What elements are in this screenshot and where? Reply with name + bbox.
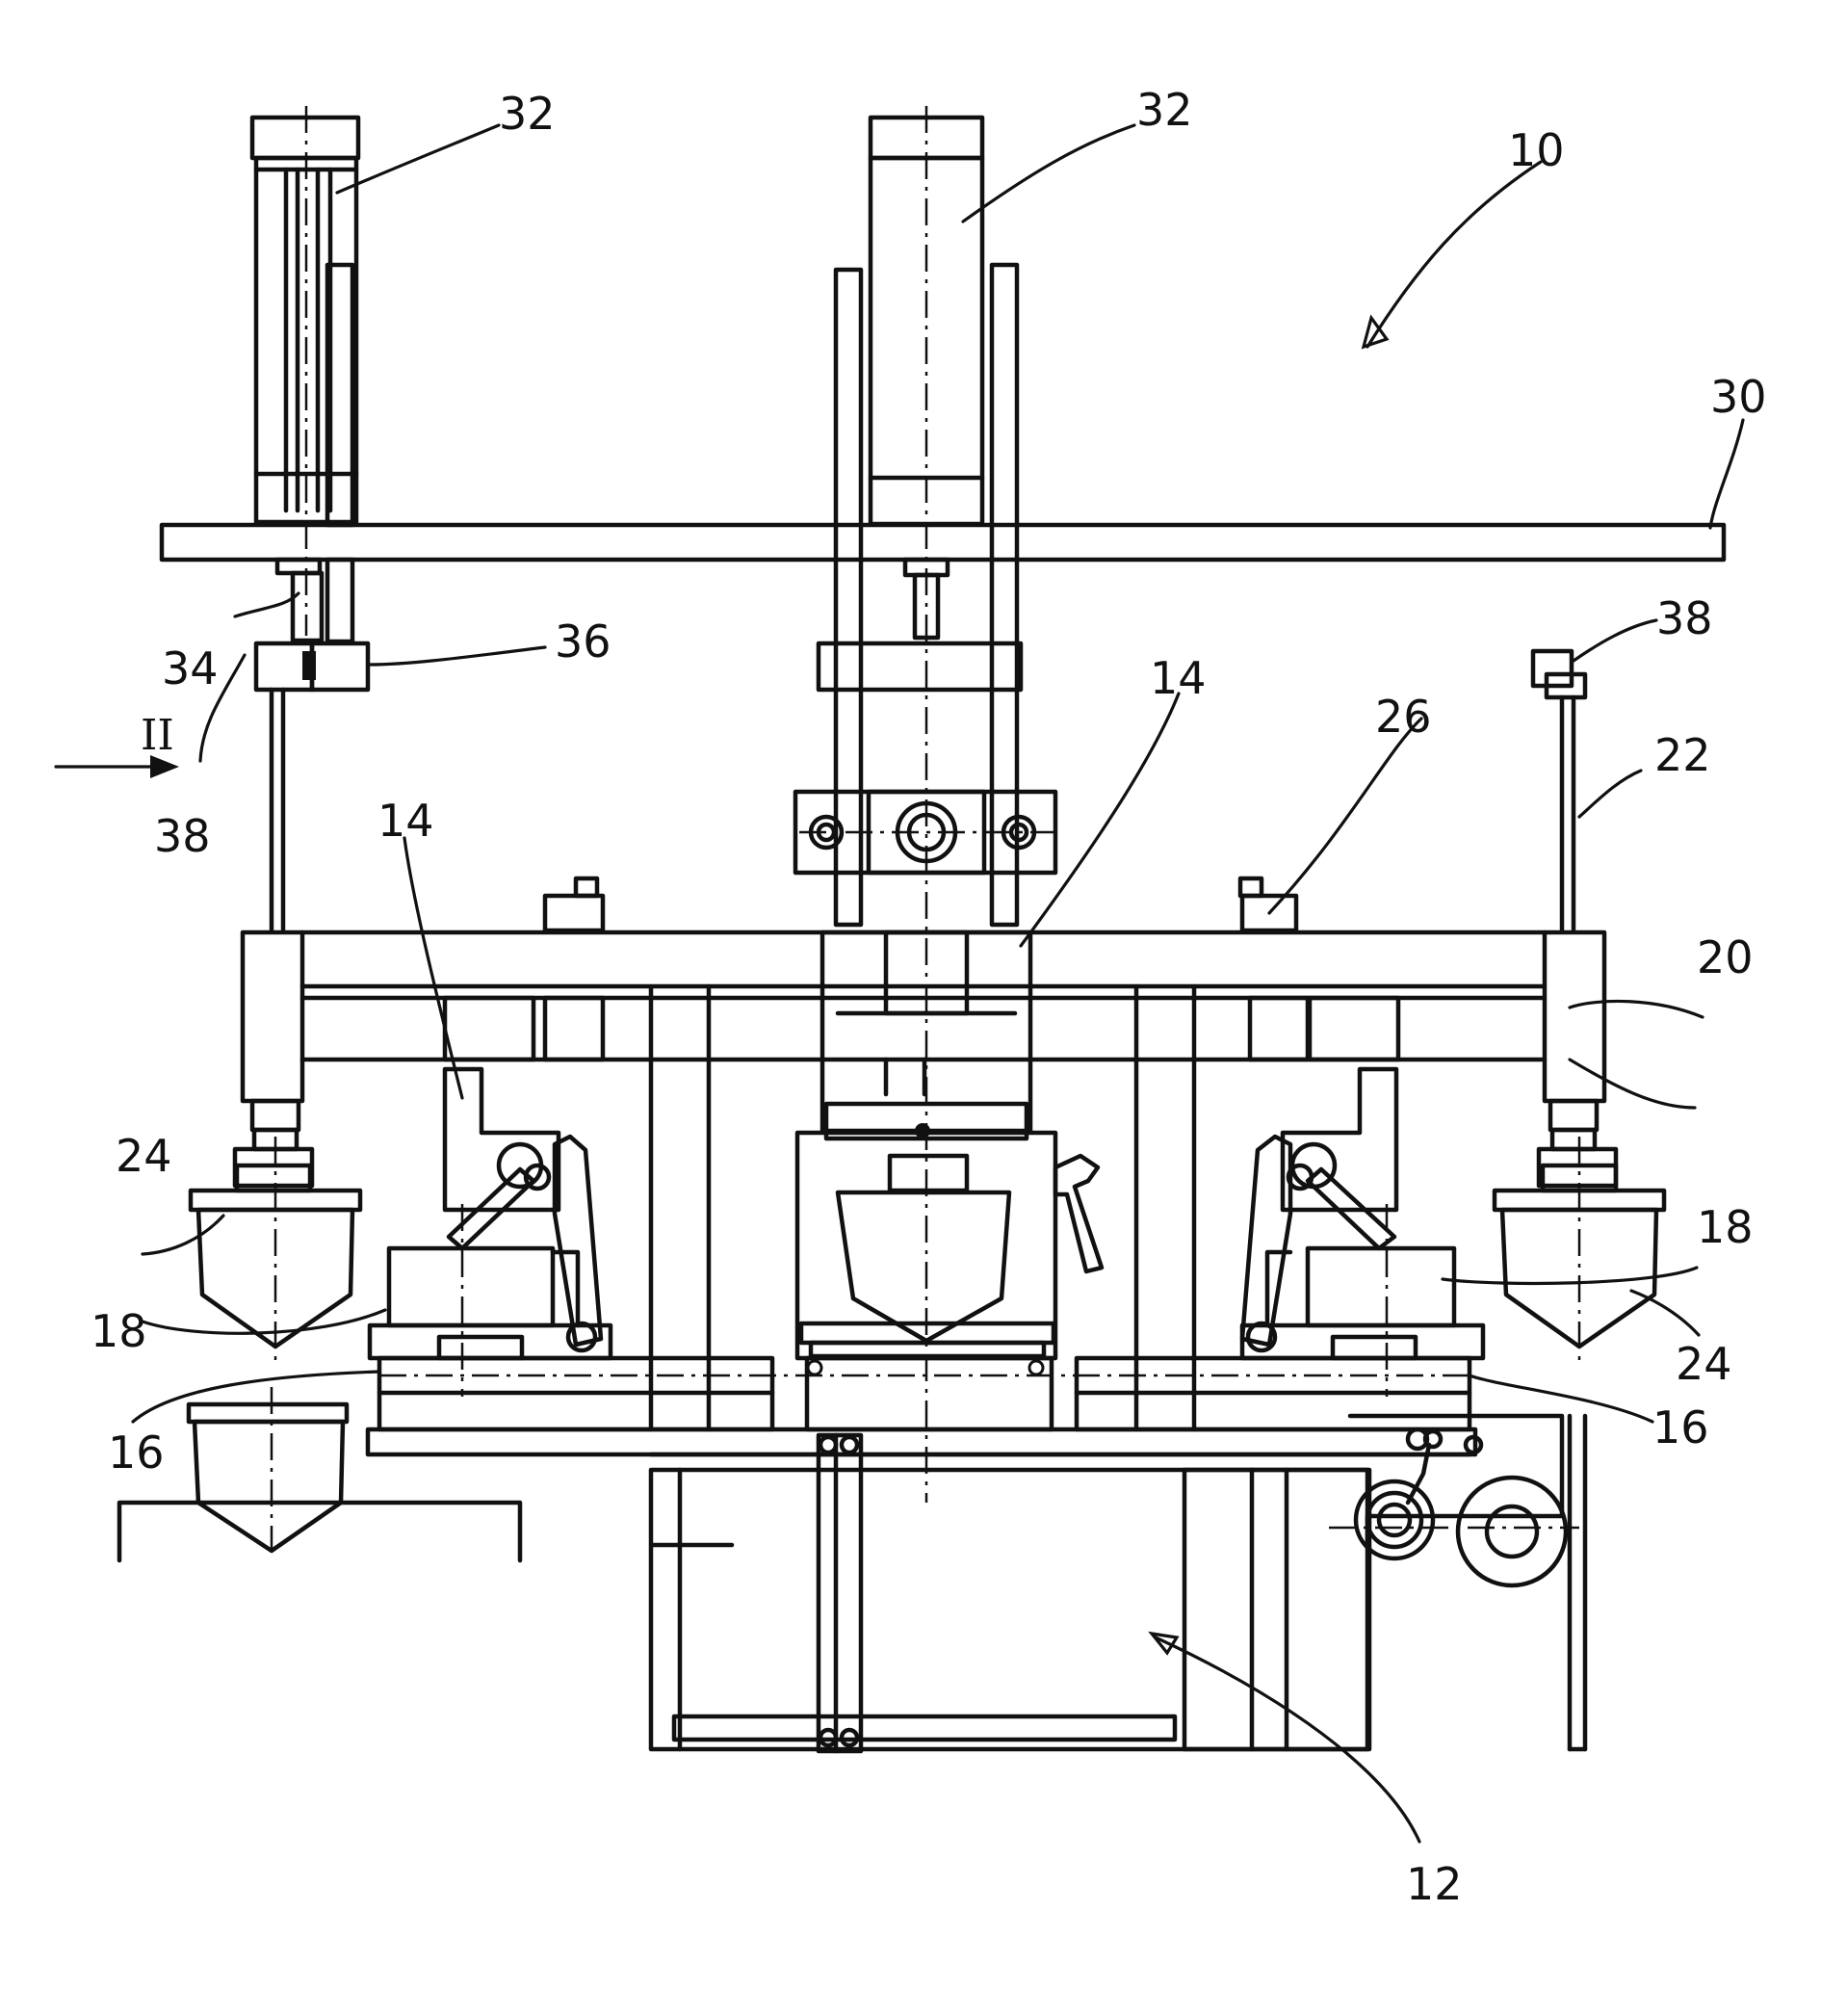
label-32-center: 32 (1136, 84, 1193, 136)
left-holder-18 (370, 1204, 611, 1397)
label-36: 36 (555, 615, 611, 668)
label-section-ii: II (141, 711, 174, 760)
right-hopper-24 (1495, 1137, 1664, 1368)
label-18-left: 18 (91, 1305, 147, 1357)
slide-table-16 (368, 1358, 1475, 1454)
label-30: 30 (1710, 371, 1767, 423)
label-24-right: 24 (1676, 1338, 1732, 1390)
leader-lines (56, 125, 1743, 1842)
right-lever-mechanism (1242, 1137, 1454, 1350)
left-cylinder-32 (252, 106, 358, 636)
left-lever-mechanism (389, 1137, 601, 1350)
bolts-26 (545, 878, 1296, 930)
base-drive-12 (651, 1435, 1369, 1751)
label-14-left: 14 (377, 795, 434, 847)
label-18-right: 18 (1697, 1201, 1754, 1253)
label-34: 34 (162, 642, 219, 694)
vertical-posts (651, 986, 1194, 1429)
right-rod-22 (1533, 651, 1585, 929)
label-32-left: 32 (499, 88, 556, 140)
label-38-left: 38 (154, 810, 211, 862)
phantom-hopper (119, 1387, 520, 1560)
label-26: 26 (1375, 691, 1432, 743)
label-14-center: 14 (1150, 652, 1207, 704)
label-12: 12 (1406, 1858, 1463, 1910)
label-24-left: 24 (116, 1130, 172, 1182)
label-22: 22 (1654, 729, 1711, 781)
label-38-right: 38 (1656, 592, 1713, 644)
label-10: 10 (1508, 124, 1565, 176)
left-guide-block (235, 932, 312, 1186)
right-guide-block-20 (1539, 932, 1616, 1186)
left-rod-assembly (256, 560, 368, 929)
label-16-right: 16 (1652, 1401, 1709, 1453)
label-20: 20 (1697, 931, 1754, 983)
plate-30 (162, 525, 1724, 560)
label-16-left: 16 (108, 1427, 165, 1479)
